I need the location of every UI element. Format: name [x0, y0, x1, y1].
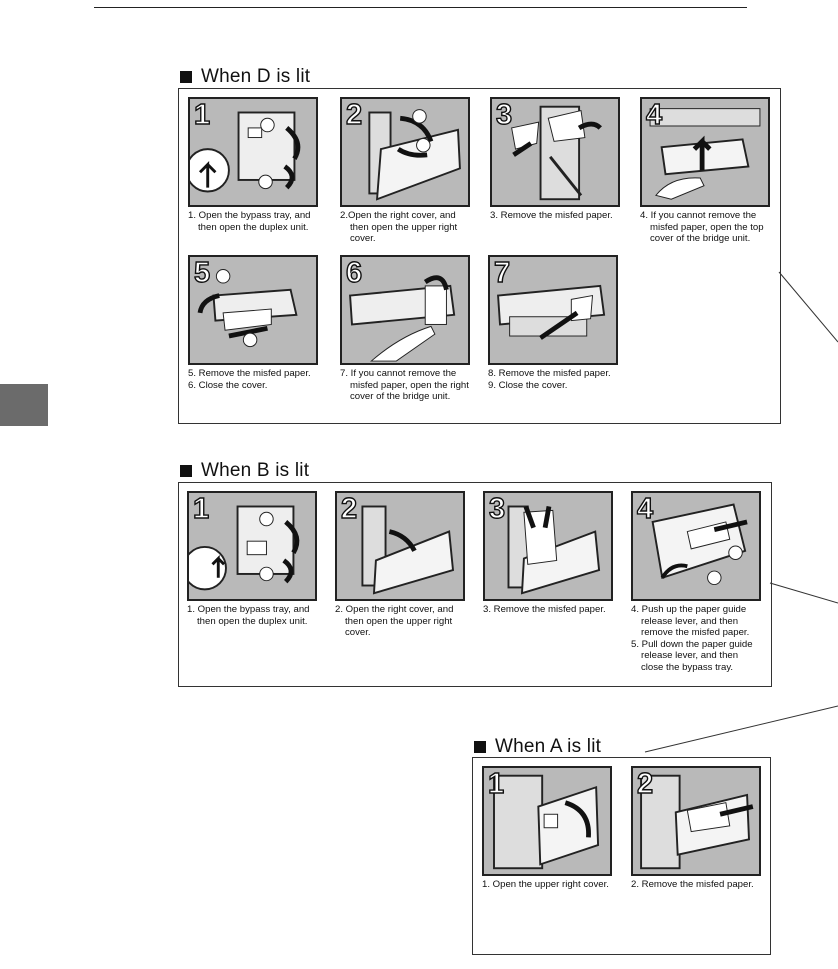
a-step-2: 2 2. Remove the misfed paper.: [631, 766, 779, 891]
d-step-1: 1 1. Open the bypass tray, and then open…: [188, 97, 336, 233]
a-step-2-number: 2: [636, 768, 654, 801]
b-step-1: 1 1. Open the bypass tray, and then open…: [187, 491, 335, 627]
d-step-7-illustration: 7: [488, 255, 618, 365]
a-step-1-illustration: 1: [482, 766, 612, 876]
d-step-3: 3 3. Remove the misfed paper.: [490, 97, 638, 222]
b-step-1-illustration: 1: [187, 491, 317, 601]
b-step-2: 2 2. Open the right cover, and then open…: [335, 491, 483, 639]
d-step-1-number: 1: [193, 99, 211, 132]
a-step-1-caption: 1. Open the upper right cover.: [482, 879, 609, 890]
square-bullet-icon: [474, 741, 486, 753]
b-step-4: 4 4. Push up the paper guide release lev…: [631, 491, 779, 673]
d-step-6-caption: 7. If you cannot remove the misfed paper…: [340, 368, 469, 402]
d-step-4: 4 4. If you cannot remove the misfed pap…: [640, 97, 788, 245]
section-a-heading: When A is lit: [474, 736, 601, 758]
b-step-4-caption: 4. Push up the paper guide release lever…: [631, 604, 753, 673]
d-step-7-caption: 8. Remove the misfed paper. 9. Close the…: [488, 368, 611, 391]
a-step-2-illustration: 2: [631, 766, 761, 876]
a-step-2-caption: 2. Remove the misfed paper.: [631, 879, 754, 890]
b-step-3-illustration: 3: [483, 491, 613, 601]
section-d-panel: 1 1. Open the bypass tray, and then open…: [178, 88, 781, 424]
b-step-4-number: 4: [636, 493, 654, 526]
b-step-2-number: 2: [340, 493, 358, 526]
b-step-3-number: 3: [488, 493, 506, 526]
d-step-2-caption: 2.Open the right cover, and then open th…: [340, 210, 458, 244]
d-step-3-caption: 3. Remove the misfed paper.: [490, 210, 613, 221]
b-step-1-number: 1: [192, 493, 210, 526]
d-step-6-number: 6: [345, 257, 363, 290]
b-step-3-caption: 3. Remove the misfed paper.: [483, 604, 606, 615]
b-step-2-illustration: 2: [335, 491, 465, 601]
section-d-heading: When D is lit: [180, 66, 310, 88]
b-step-1-caption: 1. Open the bypass tray, and then open t…: [187, 604, 310, 627]
d-step-4-illustration: 4: [640, 97, 770, 207]
a-step-1: 1 1. Open the upper right cover.: [482, 766, 630, 891]
b-step-4-illustration: 4: [631, 491, 761, 601]
d-step-5: 5 5. Remove the misfed paper. 6. Close t…: [188, 255, 336, 391]
d-step-1-illustration: 1: [188, 97, 318, 207]
square-bullet-icon: [180, 465, 192, 477]
d-step-2-illustration: 2: [340, 97, 470, 207]
d-step-2-number: 2: [345, 99, 363, 132]
square-bullet-icon: [180, 71, 192, 83]
d-step-2: 2 2.Open the right cover, and then open …: [340, 97, 488, 245]
section-a-panel: 1 1. Open the upper right cover. 2 2. Re…: [472, 757, 771, 955]
section-b-title: When B is lit: [201, 460, 310, 481]
a-step-1-number: 1: [487, 768, 505, 801]
d-step-4-number: 4: [645, 99, 663, 132]
d-step-4-caption: 4. If you cannot remove the misfed paper…: [640, 210, 764, 244]
d-step-6-illustration: 6: [340, 255, 470, 365]
section-a-title: When A is lit: [495, 736, 602, 757]
d-step-3-number: 3: [495, 99, 513, 132]
header-rule: [94, 7, 747, 8]
d-step-5-caption: 5. Remove the misfed paper. 6. Close the…: [188, 368, 311, 391]
d-step-1-caption: 1. Open the bypass tray, and then open t…: [188, 210, 311, 233]
b-step-3: 3 3. Remove the misfed paper.: [483, 491, 631, 616]
d-step-7-number: 7: [493, 257, 511, 290]
b-step-2-caption: 2. Open the right cover, and then open t…: [335, 604, 454, 638]
d-step-7: 7 8. Remove the misfed paper. 9. Close t…: [488, 255, 636, 391]
section-d-title: When D is lit: [201, 66, 311, 87]
section-b-heading: When B is lit: [180, 460, 309, 482]
chapter-tab: [0, 384, 48, 426]
d-step-6: 6 7. If you cannot remove the misfed pap…: [340, 255, 488, 403]
d-step-5-illustration: 5: [188, 255, 318, 365]
d-step-5-number: 5: [193, 257, 211, 290]
section-b-panel: 1 1. Open the bypass tray, and then open…: [178, 482, 772, 687]
d-step-3-illustration: 3: [490, 97, 620, 207]
